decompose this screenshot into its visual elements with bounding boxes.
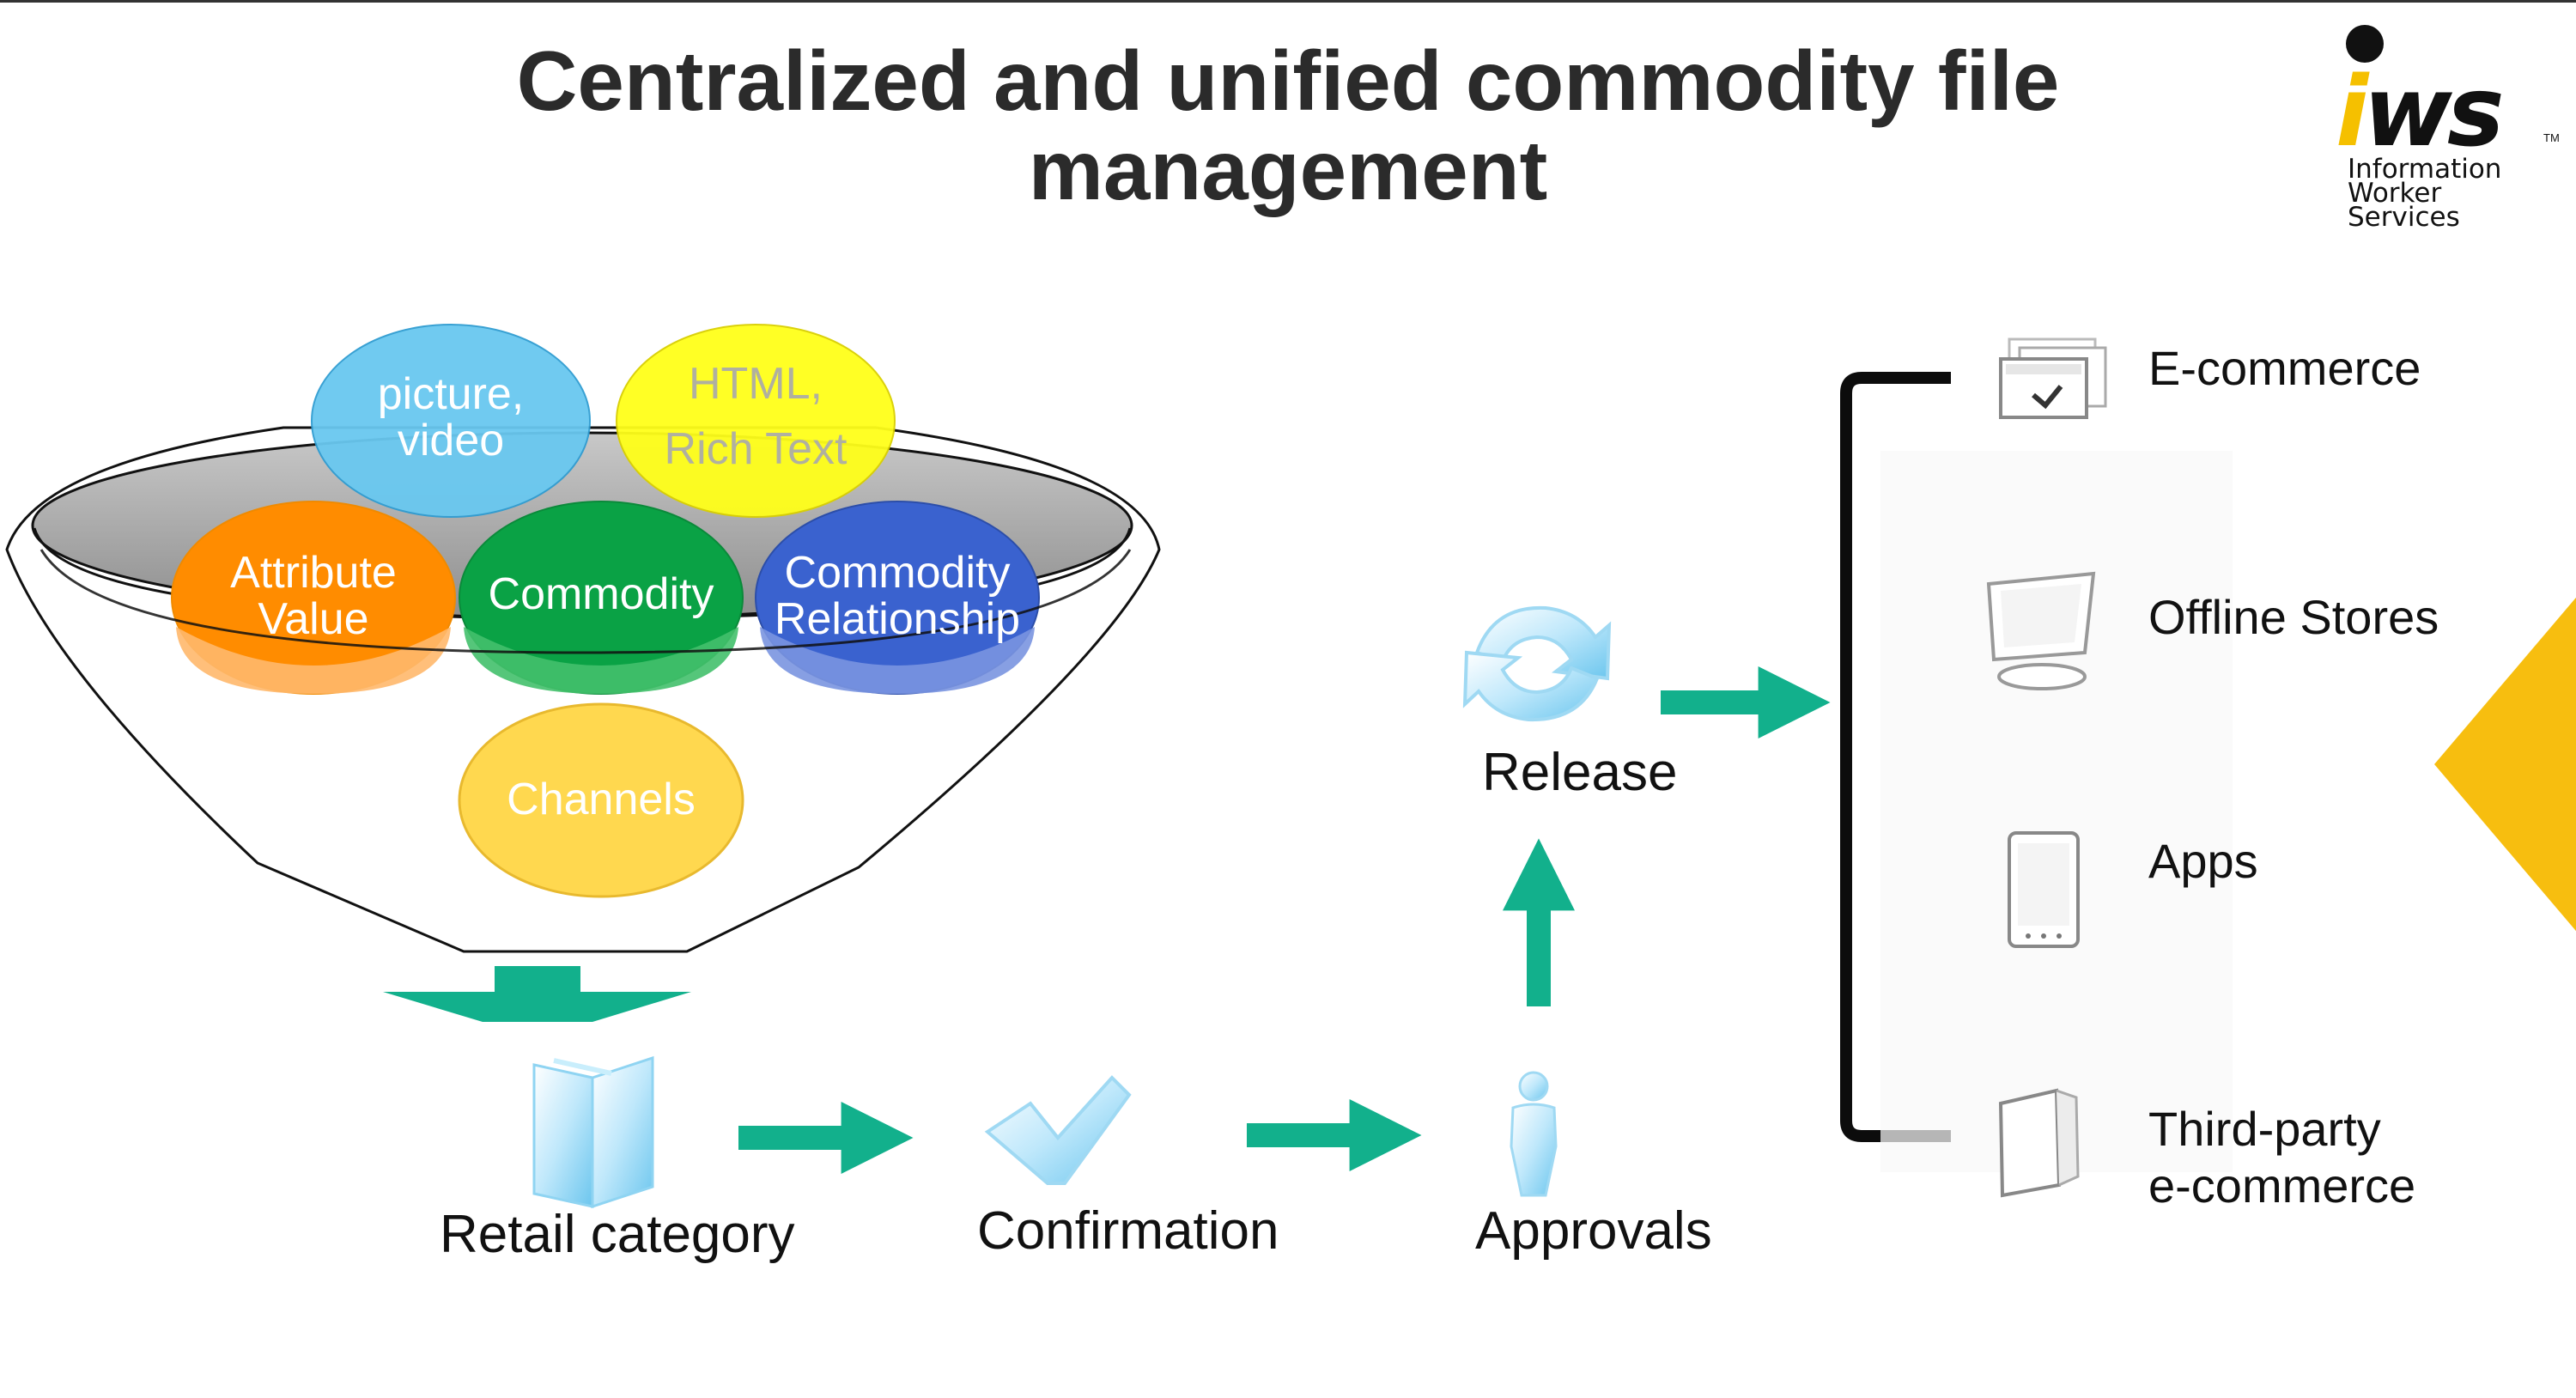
logo-dot-icon <box>2346 25 2384 63</box>
oval-channels <box>458 702 744 898</box>
oval-relationship-line-1: Commodity <box>784 548 1011 598</box>
channels-panel-shade <box>1880 451 2233 1172</box>
channel-ecommerce-line-1: E-commerce <box>2148 341 2421 395</box>
oval-attribute-line-1: Attribute <box>230 548 397 598</box>
oval-attribute-value <box>171 501 456 695</box>
down-arrow-icon <box>383 966 691 1022</box>
logo-subtitle: Information Worker Services <box>2348 154 2502 233</box>
oval-commodity-line-1: Commodity <box>488 569 714 619</box>
channel-ecommerce-label: E-commerce <box>2148 340 2421 397</box>
oval-picture-video-label: picture, video <box>339 371 562 464</box>
channel-third-party-label: Third-party e-commerce <box>2148 1101 2415 1214</box>
decorative-yellow-wedge <box>2434 593 2576 936</box>
channel-third-party-line-1: Third-party <box>2148 1102 2381 1156</box>
oval-commodity <box>459 501 744 695</box>
oval-attribute-line-2: Value <box>258 594 369 644</box>
oval-html-line-2: Rich Text <box>664 424 848 474</box>
logo-trademark: TM <box>2543 131 2560 144</box>
oval-commodity-relationship-label: Commodity Relationship <box>760 550 1035 642</box>
door-icon <box>1998 1088 2080 1198</box>
channel-offline-line-1: Offline Stores <box>2148 590 2439 644</box>
oval-commodity-relationship <box>755 501 1040 695</box>
channel-third-party-line-2: e-commerce <box>2148 1158 2416 1213</box>
person-icon <box>1510 1071 1558 1197</box>
page-title: Centralized and unified commodity file m… <box>429 36 2147 215</box>
title-line-2: management <box>1028 123 1548 217</box>
monitor-icon <box>1986 571 2096 690</box>
refresh-icon <box>1462 605 1612 722</box>
oval-channels-line-1: Channels <box>507 775 696 824</box>
channel-apps-line-1: Apps <box>2148 834 2258 888</box>
confirmation-label: Confirmation <box>977 1201 1279 1261</box>
phone-icon <box>2008 831 2080 948</box>
retail-category-icon <box>532 1055 654 1209</box>
channel-offline-stores-label: Offline Stores <box>2148 589 2439 646</box>
oval-attribute-value-label: Attribute Value <box>193 550 434 642</box>
oval-picture-video-line-2: video <box>397 416 505 465</box>
checkmark-icon <box>984 1075 1132 1185</box>
channel-apps-label: Apps <box>2148 833 2258 890</box>
approvals-label: Approvals <box>1475 1201 1712 1261</box>
iws-logo: iws TM Information Worker Services <box>2336 21 2560 245</box>
title-line-1: Centralized and unified commodity file <box>516 33 2060 128</box>
oval-picture-video-line-1: picture, <box>377 369 525 419</box>
oval-channels-label: Channels <box>481 776 721 823</box>
logo-sub-line-1: Information <box>2348 154 2502 185</box>
top-rule <box>0 0 2576 3</box>
oval-commodity-label: Commodity <box>477 571 726 617</box>
logo-sub-line-3: Services <box>2348 202 2460 233</box>
oval-html-rich-text <box>616 324 896 518</box>
oval-html-rich-text-label: HTML, Rich Text <box>635 361 876 472</box>
retail-category-label: Retail category <box>440 1205 795 1264</box>
oval-relationship-line-2: Relationship <box>774 594 1021 644</box>
release-label: Release <box>1482 743 1678 802</box>
browser-windows-icon <box>1999 337 2107 419</box>
oval-html-line-1: HTML, <box>689 359 823 409</box>
logo-wordmark: iws <box>2336 57 2505 168</box>
logo-sub-line-2: Worker <box>2348 178 2442 209</box>
oval-picture-video <box>311 324 591 518</box>
channels-bracket <box>1840 372 1951 1142</box>
